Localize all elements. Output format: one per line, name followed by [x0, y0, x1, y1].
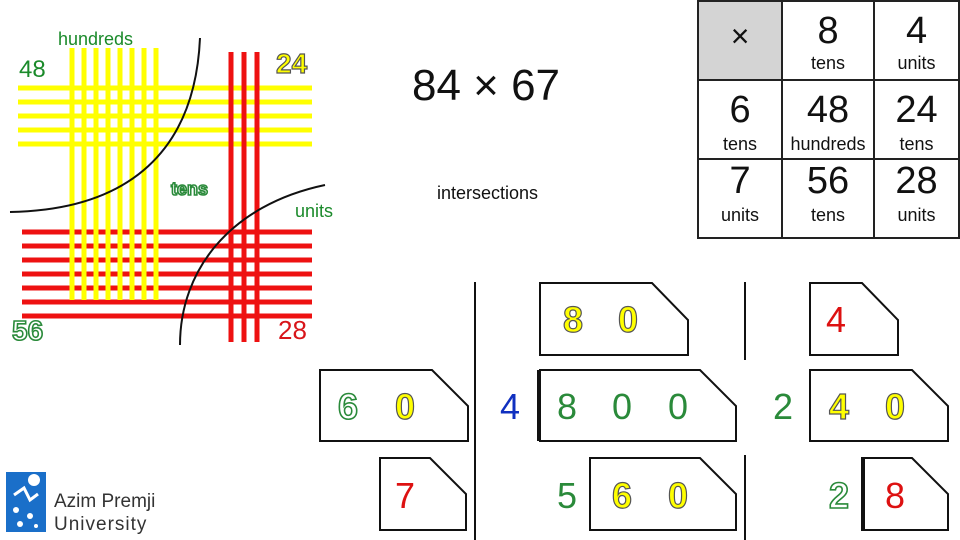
card-left-row2-digit-1: 6	[337, 386, 359, 427]
card-middle-row2-digit-3: 0	[612, 386, 633, 427]
card-middle-row2-digit-1: 4	[500, 386, 521, 427]
card-right-row2-digit-2: 4	[828, 386, 850, 427]
logo-line-1: Azim Premji	[54, 491, 156, 512]
logo-line-2: University	[54, 514, 148, 535]
label-tens: tens	[170, 179, 209, 199]
card-left-row3-shape	[379, 457, 467, 531]
card-top-right-shape	[809, 282, 899, 356]
red-vertical-lines	[228, 52, 260, 342]
intersections-caption: intersections	[437, 183, 539, 203]
red-horizontal-lines	[22, 229, 312, 319]
label-units: units	[295, 201, 334, 221]
card-right-row3-digit-2: 8	[885, 475, 906, 516]
label-24: 24	[275, 48, 308, 79]
table-corner: ×	[696, 0, 784, 81]
card-middle-row2-digit-2: 8	[557, 386, 578, 427]
card-top-middle-shape	[539, 282, 689, 356]
university-logo-icon	[6, 472, 46, 532]
label-48: 48	[19, 56, 46, 83]
card-top-middle-digit-2: 0	[617, 299, 639, 340]
card-right-row2-digit-3: 0	[884, 386, 906, 427]
card-middle-row3-digit-2: 6	[611, 475, 633, 516]
card-middle-row3-digit-1: 5	[557, 475, 578, 516]
card-right-row3-digit-1: 2	[828, 475, 850, 516]
label-hundreds: hundreds	[58, 29, 134, 49]
card-right-row2-digit-1: 2	[773, 386, 794, 427]
label-28: 28	[278, 315, 307, 345]
card-middle-row2-shape	[539, 369, 737, 442]
card-middle-row3-digit-3: 0	[667, 475, 689, 516]
card-left-row2-shape	[319, 369, 469, 442]
divider-curve-top	[9, 37, 201, 213]
card-right-row3-shape	[861, 457, 949, 531]
label-56: 56	[11, 315, 44, 346]
card-middle-row3-shape	[589, 457, 737, 531]
card-top-middle-digit-1: 8	[562, 299, 584, 340]
yellow-horizontal-lines	[18, 85, 312, 147]
card-right-row2-shape	[809, 369, 949, 442]
card-left-row3-digit-1: 7	[395, 475, 416, 516]
card-middle-row2-digit-4: 0	[668, 386, 689, 427]
card-top-right-digit-1: 4	[826, 299, 847, 340]
divider-curve-bottom	[179, 184, 326, 346]
card-left-row2-digit-2: 0	[394, 386, 416, 427]
problem-expression: 84 × 67	[412, 61, 561, 110]
